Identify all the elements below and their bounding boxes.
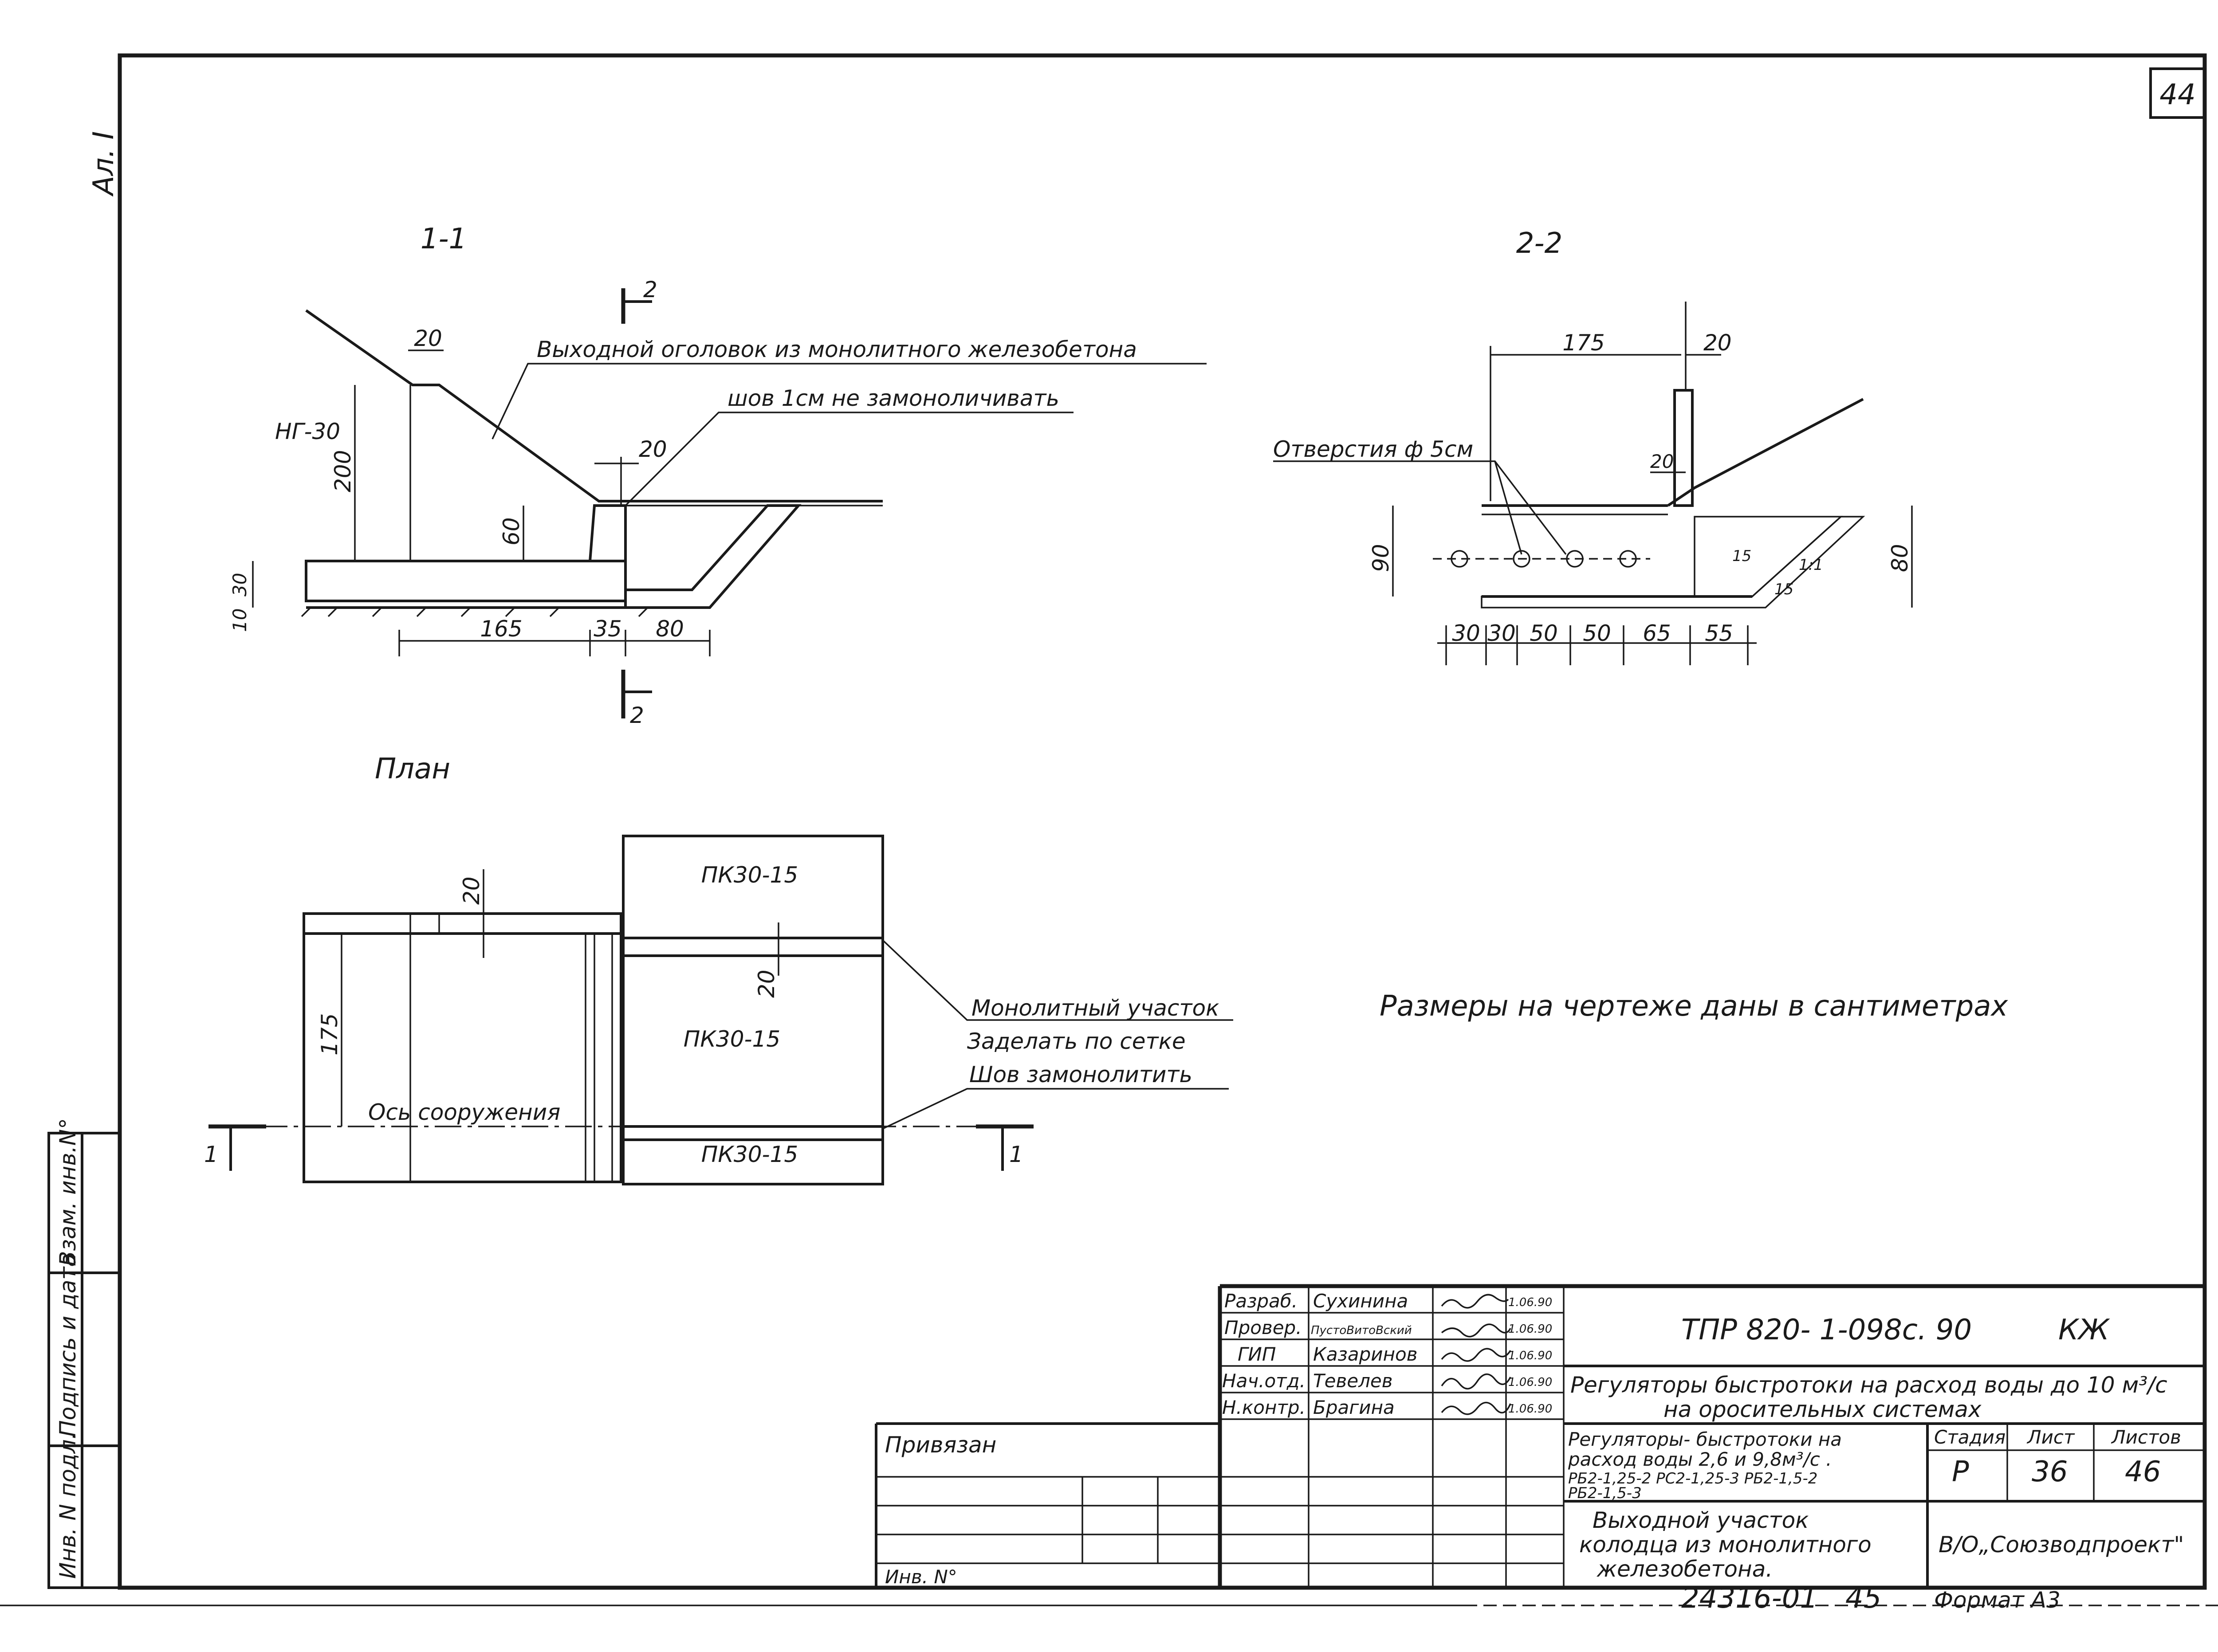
plan-view: План ПК30-15 ПК30-15 ПК30-15 20 20 175 О… (204, 753, 1233, 1185)
tb-sheet-label: Лист (2026, 1426, 2075, 1448)
plan-callout-mono-1: Монолитный участок (971, 995, 1219, 1021)
tb-name-0: Сухинина (1313, 1290, 1408, 1312)
tb-role-4: Н.контр. (1222, 1397, 1306, 1418)
plan-slab-2: ПК30-15 (684, 1026, 780, 1052)
s22-dim-20b: 20 (1650, 451, 1674, 472)
plan-cut-left: 1 (204, 1142, 218, 1167)
section-1-1: 1-1 200 60 30 10 20 20 (229, 223, 1207, 728)
section-2-2-title: 2-2 (1516, 227, 1563, 260)
tb-project-title-2: на оросительных системах (1664, 1397, 1982, 1422)
s11-dim-200: 200 (330, 450, 356, 492)
sheet-frame (0, 53, 2218, 1606)
tb-mark: КЖ (2058, 1314, 2110, 1346)
plan-dim-20a: 20 (459, 876, 484, 905)
plan-slab-1: ПК30-15 (701, 862, 798, 888)
s22-dim-30b: 30 (1487, 620, 1516, 646)
tb-role-0: Разраб. (1224, 1290, 1298, 1312)
s22-dim-90: 90 (1368, 544, 1394, 572)
plan-callout-seam: Шов замонолитить (969, 1062, 1192, 1087)
tb-sheet-title-3: железобетона. (1597, 1556, 1773, 1582)
tb-linked: Привязан (885, 1432, 996, 1458)
tb-role-1: Провер. (1224, 1317, 1302, 1338)
tb-code: ТПР 820- 1-098с. 90 (1681, 1314, 1972, 1346)
tb-sheet-title-1: Выходной участок (1593, 1507, 1809, 1533)
plan-callout-mono-2: Заделать по сетке (967, 1028, 1186, 1054)
tb-role-2: ГИП (1238, 1343, 1276, 1365)
s11-callout-head: Выходной оголовок из монолитного железоб… (537, 337, 1137, 362)
title-block: Привязан Инв. N° Разраб. Провер. ГИП Нач… (875, 1284, 2207, 1588)
left-stamp-strip: Инв. N подл. Подпись и дата Взам. инв.N° (47, 1118, 121, 1589)
tb-date-3: 1.06.90 (1508, 1376, 1552, 1389)
page-number-box: 44 (2149, 67, 2206, 119)
inventory-code: 24316-01 (1681, 1582, 1818, 1615)
page-number: 44 (2159, 78, 2195, 111)
s11-dim-80: 80 (656, 616, 684, 642)
tb-role-3: Нач.отд. (1222, 1370, 1306, 1392)
tb-stage-value: Р (1952, 1456, 1969, 1488)
tb-sub-1: Регуляторы- быстротоки на (1568, 1428, 1842, 1450)
plan-cut-right: 1 (1009, 1142, 1023, 1167)
s22-dim-50b: 50 (1583, 620, 1611, 646)
s22-slope: 1:1 (1799, 556, 1823, 574)
tb-name-2: Казаринов (1313, 1343, 1418, 1365)
s22-dim-175: 175 (1562, 330, 1605, 356)
s11-cut-top: 2 (643, 277, 657, 302)
tb-project-title-1: Регуляторы быстротоки на расход воды до … (1570, 1372, 2167, 1398)
s11-dim-30: 30 (229, 573, 251, 596)
s22-dim-80: 80 (1887, 544, 1913, 572)
tb-sheets-label: Листов (2111, 1426, 2181, 1448)
plan-title: План (375, 753, 450, 785)
s11-cut-bottom: 2 (630, 702, 644, 728)
tb-inv-label: Инв. N° (885, 1566, 957, 1588)
s22-dim-50a: 50 (1530, 620, 1558, 646)
plan-slab-3: ПК30-15 (701, 1142, 798, 1167)
strip-sign: Подпись и дата (55, 1253, 81, 1437)
s11-dim-60: 60 (499, 517, 524, 545)
s22-dim-55: 55 (1705, 620, 1733, 646)
section-2-2: 2-2 Отверстия ф 5см 175 20 20 (1273, 227, 1913, 665)
s11-dim-20-wall: 20 (639, 436, 667, 462)
s22-dim-15a: 15 (1732, 547, 1751, 565)
tb-sub-4: РБ2-1,5-3 (1568, 1484, 1642, 1502)
s11-callout-seam: шов 1см не замоноличивать (728, 385, 1059, 411)
tb-sub-3: РБ2-1,25-2 РС2-1,25-3 РБ2-1,5-2 (1568, 1470, 1817, 1487)
plan-dim-175: 175 (317, 1013, 342, 1056)
tb-sheet-title-2: колодца из монолитного (1579, 1532, 1872, 1558)
s11-dim-165: 165 (480, 616, 522, 642)
drain-holes (1433, 550, 1650, 568)
tb-sheets-value: 46 (2125, 1456, 2161, 1488)
s11-label-ng: НГ-30 (275, 419, 340, 444)
s11-dim-20-top: 20 (414, 326, 442, 351)
inventory-suffix: 45 (1845, 1582, 1881, 1615)
tb-name-3: Тевелев (1313, 1370, 1393, 1392)
s22-dim-65: 65 (1643, 620, 1671, 646)
tb-date-2: 1.06.90 (1508, 1349, 1552, 1362)
s11-dim-10: 10 (229, 608, 251, 632)
tb-stage-label: Стадия (1934, 1426, 2006, 1448)
signatures (1441, 1294, 1511, 1415)
tb-sub-2: расход воды 2,6 и 9,8м³/с . (1568, 1448, 1832, 1470)
tb-sheet-value: 36 (2032, 1456, 2068, 1488)
dimensions-note: Размеры на чертеже даны в сантиметрах (1380, 990, 2008, 1023)
s22-dim-20a: 20 (1703, 330, 1732, 356)
tb-date-4: 1.06.90 (1508, 1402, 1552, 1416)
plan-axis-label: Ось сооружения (368, 1099, 560, 1125)
tb-date-0: 1.06.90 (1508, 1296, 1552, 1309)
s22-dim-15b: 15 (1774, 581, 1793, 598)
tb-org: В/О„Союзводпроект" (1939, 1532, 2184, 1558)
section-1-1-title: 1-1 (421, 223, 467, 255)
plan-dim-20b: 20 (754, 969, 779, 998)
strip-replace: Взам. инв.N° (55, 1118, 81, 1266)
side-note: Ал. I (87, 131, 120, 197)
tb-date-1: 1.06.90 (1508, 1322, 1552, 1336)
s22-dim-30a: 30 (1452, 620, 1480, 646)
s22-callout-holes: Отверстия ф 5см (1273, 436, 1473, 462)
sheet-format: Формат А3 (1934, 1587, 2061, 1613)
strip-inv: Инв. N подл. (55, 1432, 81, 1579)
tb-name-1: ПустоВитоВский (1311, 1324, 1412, 1337)
s11-dim-35: 35 (594, 616, 622, 642)
tb-name-4: Брагина (1313, 1397, 1395, 1418)
